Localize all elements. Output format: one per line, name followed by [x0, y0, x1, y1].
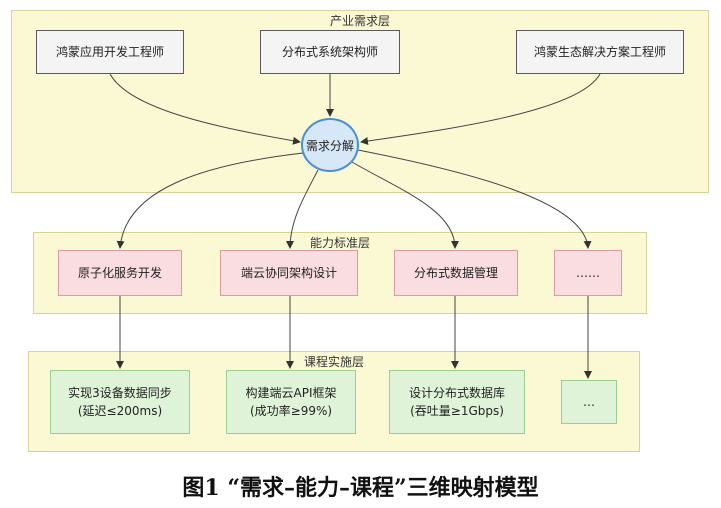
- role-label: 鸿蒙应用开发工程师: [55, 45, 164, 59]
- role-harmony-app-engineer: 鸿蒙应用开发工程师: [36, 30, 184, 74]
- capability-label: 分布式数据管理: [413, 266, 498, 280]
- capability-atomic-service: 原子化服务开发: [58, 250, 182, 296]
- course-api-framework: 构建端云API框架 (成功率≥99%): [226, 370, 356, 434]
- industry-layer-title: 产业需求层: [329, 14, 390, 28]
- course-3-device-sync: 实现3设备数据同步 (延迟≤200ms): [50, 370, 190, 434]
- course-line1: 设计分布式数据库: [408, 386, 505, 400]
- edge-hub-cap4: [357, 149, 592, 249]
- course-layer-title: 课程实施层: [303, 355, 364, 369]
- role-label: 鸿蒙生态解决方案工程师: [533, 45, 666, 59]
- edge-role3-hub: [360, 73, 601, 145]
- capability-more: ……: [554, 250, 622, 296]
- course-line1: 构建端云API框架: [245, 386, 337, 400]
- figure-caption: 图1 “需求–能力–课程”三维映射模型: [182, 475, 539, 501]
- edge-hub-cap2: [286, 169, 319, 249]
- role-label: 分布式系统架构师: [281, 45, 378, 59]
- course-distributed-database: 设计分布式数据库 (吞吐量≥1Gbps): [389, 370, 525, 434]
- capability-distributed-data: 分布式数据管理: [394, 250, 518, 296]
- capability-edge-cloud: 端云协同架构设计: [220, 250, 358, 296]
- course-line2: (延迟≤200ms): [77, 404, 163, 418]
- course-line1: 实现3设备数据同步: [68, 386, 172, 400]
- requirement-decomposition-hub: 需求分解: [301, 118, 359, 172]
- course-line1: …: [583, 395, 595, 409]
- edge-hub-cap3: [351, 161, 459, 249]
- edge-role1-hub: [109, 73, 301, 145]
- course-more: …: [561, 380, 617, 424]
- role-ecosystem-solution-engineer: 鸿蒙生态解决方案工程师: [516, 30, 684, 74]
- edge-hub-cap1: [116, 152, 304, 249]
- course-line2: (吞吐量≥1Gbps): [410, 404, 504, 418]
- course-line2: (成功率≥99%): [249, 404, 333, 418]
- capability-label: 原子化服务开发: [77, 266, 162, 280]
- hub-label: 需求分解: [305, 138, 354, 153]
- capability-label: 端云协同架构设计: [240, 266, 337, 280]
- capability-layer-title: 能力标准层: [309, 236, 370, 250]
- role-distributed-architect: 分布式系统架构师: [260, 30, 400, 74]
- capability-label: ……: [576, 266, 600, 280]
